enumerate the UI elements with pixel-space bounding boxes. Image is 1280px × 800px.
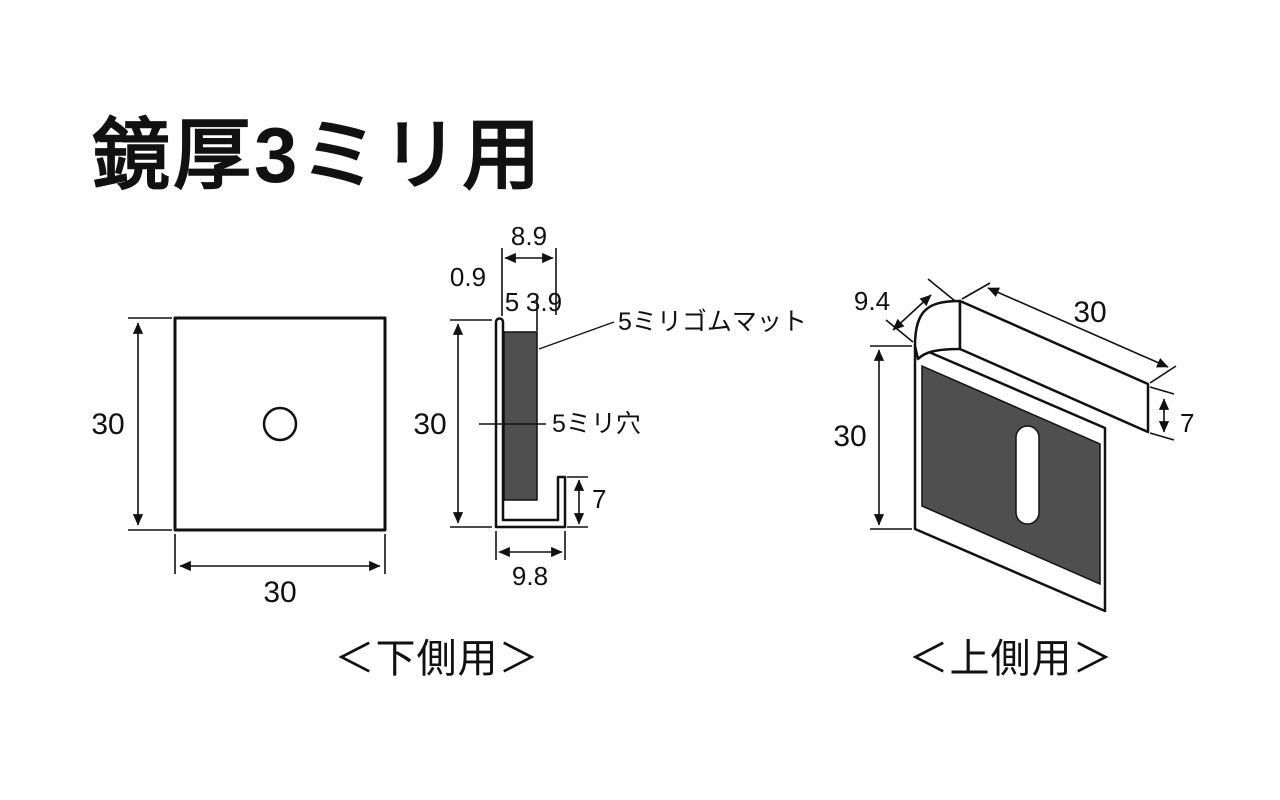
dimension-width-label: 30 <box>263 576 296 609</box>
page-title: 鏡厚3ミリ用 <box>92 111 543 199</box>
side-view: 8.9 0.9 5 3.9 30 7 9.8 5ミリゴムマット 5ミリ <box>413 221 807 591</box>
hole-callout: 5ミリ穴 <box>552 410 641 438</box>
top-fold-section <box>913 299 962 361</box>
dimension-line-top-width <box>987 287 1169 368</box>
slot-hole <box>1015 425 1040 525</box>
dimension-top-width-label: 8.9 <box>511 221 547 251</box>
dimension-gap-label: 3.9 <box>526 287 562 317</box>
extension-line <box>961 282 991 300</box>
dimension-lip-height-label: 7 <box>592 484 606 514</box>
extension-line <box>1149 365 1177 384</box>
front-view-caption: ＜下側用＞ <box>335 637 540 681</box>
side-view-channel-profile <box>494 317 567 529</box>
perspective-view-caption: ＜上側用＞ <box>909 637 1114 681</box>
extension-line <box>1149 432 1175 441</box>
dimension-line-depth <box>892 294 932 331</box>
dimension-height-label: 30 <box>833 420 866 453</box>
dimension-lip-height-label: 7 <box>1180 408 1194 438</box>
rubber-mat-face <box>921 364 1101 586</box>
extension-line <box>885 319 914 343</box>
dimension-top-width-label: 30 <box>1073 296 1106 329</box>
extension-line <box>1149 386 1175 395</box>
perspective-view: 9.4 30 30 7 ＜上側用＞ <box>833 278 1194 681</box>
screw-hole <box>262 406 298 442</box>
dimension-height-label: 30 <box>91 408 124 441</box>
dimension-depth-label: 9.4 <box>854 286 890 316</box>
dimension-height-label: 30 <box>413 408 446 441</box>
extension-line <box>927 278 956 302</box>
dimension-bottom-width-label: 9.8 <box>512 561 548 591</box>
rubber-mat-callout: 5ミリゴムマット <box>618 308 807 336</box>
front-view: 30 30 ＜下側用＞ <box>91 316 540 681</box>
rubber-mat-section <box>503 331 538 501</box>
leader-line-rubber-mat <box>538 321 615 350</box>
dimension-plate-thickness-label: 0.9 <box>450 262 486 292</box>
dimension-mat-thickness-label: 5 <box>505 287 519 317</box>
